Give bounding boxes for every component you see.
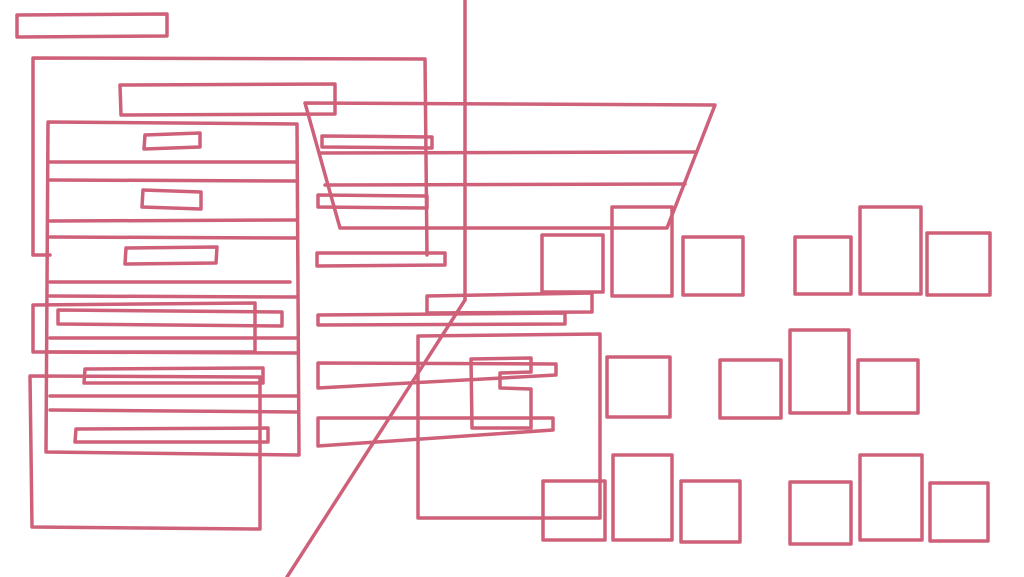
tile-tall bbox=[610, 205, 674, 298]
field bbox=[315, 251, 447, 268]
field bbox=[316, 311, 567, 327]
list-row-line bbox=[48, 294, 299, 299]
list-row-line bbox=[48, 235, 299, 240]
tile bbox=[718, 358, 783, 420]
sketch-strokes bbox=[15, 0, 992, 577]
field bbox=[425, 291, 594, 315]
field bbox=[320, 134, 434, 150]
tile-tall bbox=[858, 205, 923, 296]
tile bbox=[925, 231, 992, 297]
overlay-box bbox=[31, 301, 257, 354]
notched-shape bbox=[469, 356, 533, 430]
tile bbox=[605, 355, 672, 419]
header-bar bbox=[118, 82, 337, 117]
overlay-field bbox=[56, 308, 284, 328]
list-row-line bbox=[48, 218, 299, 223]
tile bbox=[788, 480, 853, 546]
field bbox=[316, 416, 555, 448]
tile bbox=[541, 479, 607, 542]
list-label-1 bbox=[142, 131, 202, 151]
title-placeholder bbox=[15, 12, 169, 39]
lower-card-field bbox=[73, 426, 270, 444]
list-row-line bbox=[48, 178, 299, 183]
tile bbox=[540, 233, 605, 294]
list-row-line bbox=[48, 408, 299, 414]
trapezoid-line bbox=[318, 150, 697, 155]
list-panel bbox=[44, 120, 301, 457]
tile bbox=[681, 235, 745, 297]
field bbox=[316, 193, 429, 210]
preview-box bbox=[416, 332, 602, 520]
lower-card bbox=[28, 374, 262, 531]
list-label-2 bbox=[140, 188, 203, 211]
lower-card-field bbox=[82, 366, 265, 385]
tile bbox=[856, 358, 920, 415]
tile-tall bbox=[611, 453, 674, 542]
window-frame bbox=[31, 56, 429, 257]
field bbox=[316, 361, 558, 390]
diagonal-divider bbox=[285, 298, 467, 577]
tile bbox=[793, 235, 853, 296]
tile bbox=[679, 479, 742, 544]
list-label-3 bbox=[123, 245, 219, 266]
trapezoid-line bbox=[323, 182, 687, 187]
trapezoid-panel bbox=[303, 101, 717, 230]
tile-tall bbox=[858, 453, 924, 542]
tile bbox=[928, 481, 990, 543]
tile-tall bbox=[788, 328, 851, 415]
